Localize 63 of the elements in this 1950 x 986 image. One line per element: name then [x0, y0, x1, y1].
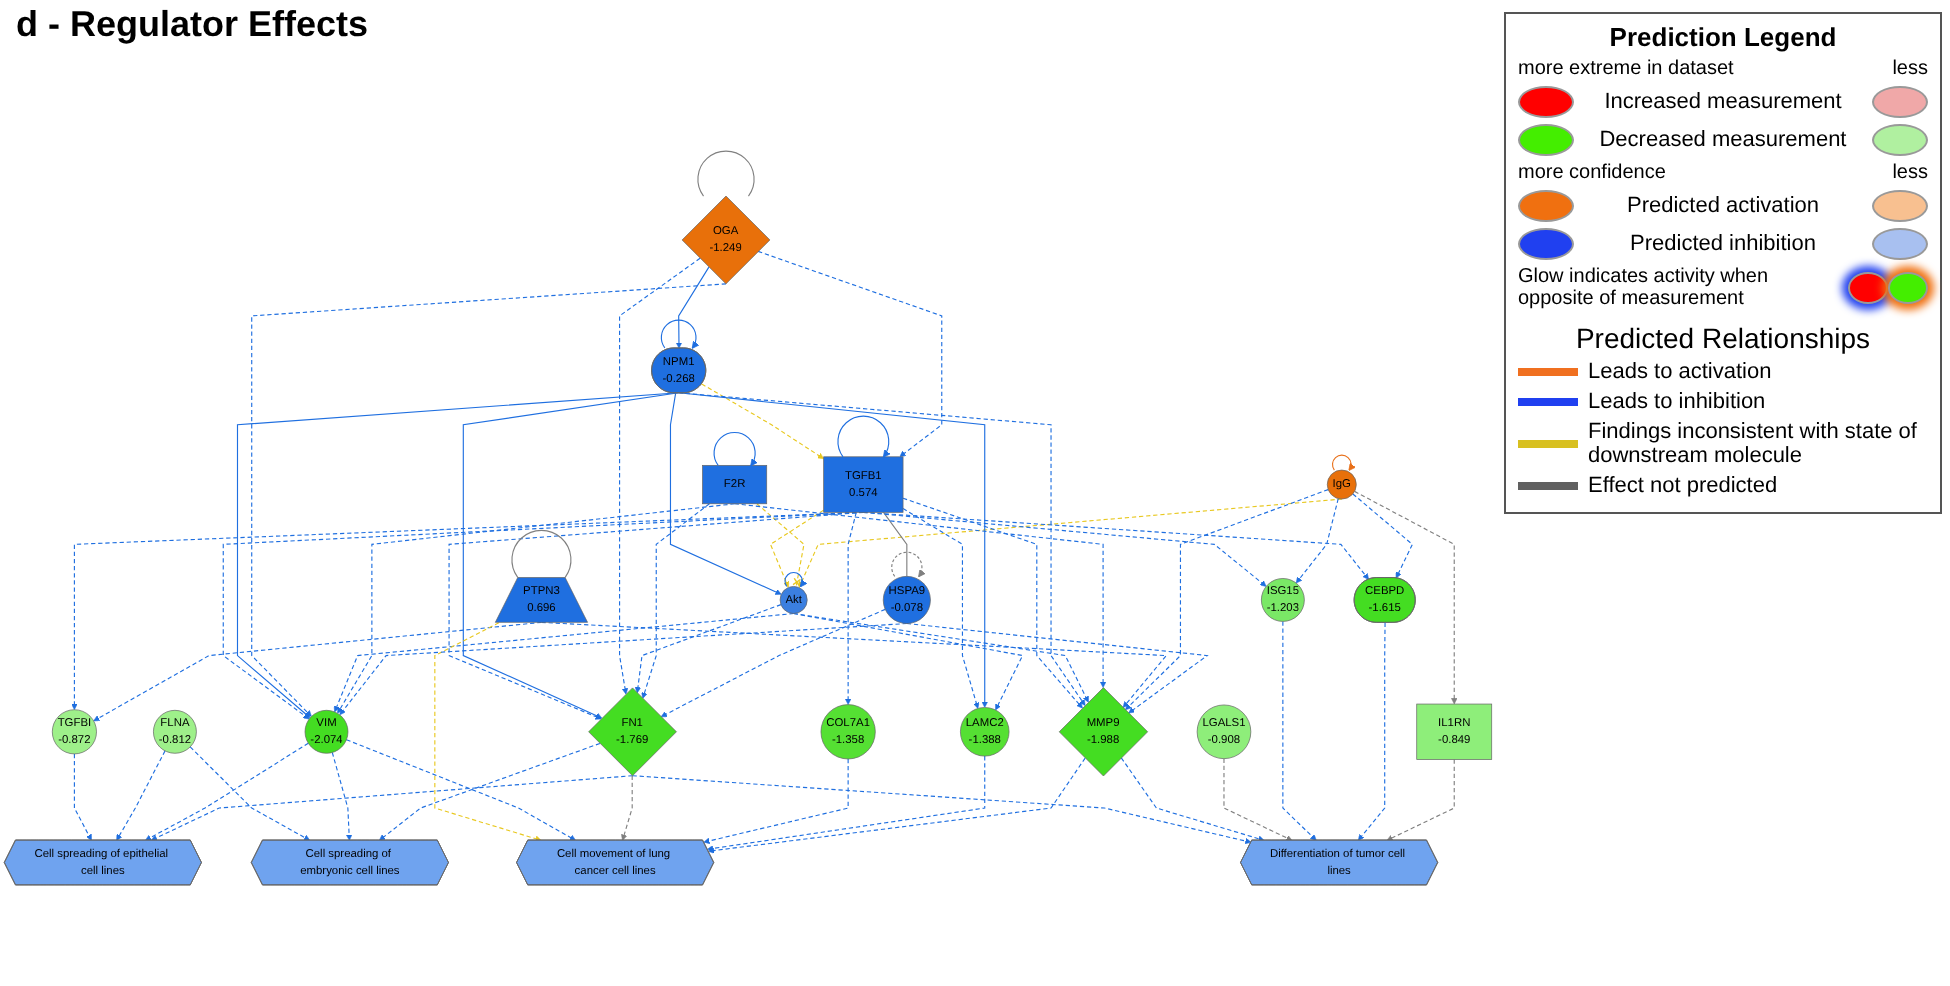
self-loop-arrow: [891, 551, 926, 578]
self-loop-arrow: [784, 571, 808, 588]
arrow: [1223, 758, 1293, 841]
legend-text: Predicted inhibition: [1630, 232, 1816, 256]
legend-text: Glow indicates activity when opposite of measurement: [1518, 266, 1771, 310]
arrow: [621, 775, 633, 841]
arrow: [619, 257, 701, 695]
arrow: [675, 266, 710, 349]
arrow: [701, 383, 824, 459]
arrow: [1282, 620, 1317, 841]
arrow: [634, 604, 782, 694]
legend-text: Leads to activation: [1588, 360, 1772, 384]
arrow: [660, 608, 886, 718]
arrow: [1354, 490, 1458, 705]
arrow: [707, 755, 986, 852]
legend-heading: Predicted Relationships: [1573, 322, 1873, 354]
arrow: [757, 250, 943, 458]
legend-subheading: more extreme in dataset: [1518, 58, 1734, 80]
legend-text: Decreased measurement: [1599, 128, 1847, 152]
arrow: [845, 511, 857, 705]
legend-subheading: less: [1892, 162, 1928, 184]
self-loop-arrow: [1331, 454, 1356, 471]
legend-subheading: more confidence: [1518, 162, 1666, 184]
arrow: [769, 509, 825, 588]
legend-title: Prediction Legend: [1607, 22, 1839, 52]
arrow: [1120, 757, 1265, 842]
arrow: [189, 746, 311, 841]
arrow: [641, 503, 710, 699]
arrow: [902, 497, 1083, 709]
self-loop-arrow: [837, 415, 891, 458]
arrow: [902, 507, 980, 709]
arrow: [73, 753, 92, 841]
arrow: [631, 775, 1252, 845]
arrow: [1357, 622, 1386, 841]
legend-text: Predicted activation: [1627, 194, 1819, 218]
arrow: [708, 757, 1086, 854]
self-loop-arrow: [660, 319, 700, 349]
connector: [882, 511, 908, 577]
arrow: [1295, 498, 1339, 584]
arrow: [462, 392, 680, 719]
arrow: [669, 392, 782, 595]
arrow: [150, 775, 634, 841]
arrow: [251, 283, 727, 717]
title: d - Regulator Effects: [16, 4, 371, 46]
arrow: [1352, 493, 1414, 579]
legend-text: Findings inconsistent with state of downstream molecule: [1588, 420, 1919, 468]
arrow: [1386, 758, 1455, 841]
legend-text: Increased measurement: [1604, 90, 1842, 114]
arrow: [145, 742, 309, 841]
arrow: [1125, 489, 1329, 711]
arrow: [434, 622, 542, 842]
arrow: [116, 750, 166, 841]
arrow: [379, 742, 601, 841]
arrow: [236, 392, 680, 719]
arrow: [703, 758, 849, 844]
arrow: [345, 739, 576, 841]
legend-text: Leads to inhibition: [1588, 390, 1766, 414]
arrow: [798, 498, 1343, 588]
legend-text: Effect not predicted: [1588, 474, 1778, 498]
arrow: [331, 751, 353, 841]
self-loop-arrow: [713, 431, 758, 467]
connector: [756, 503, 805, 588]
legend-subheading: less: [1892, 58, 1928, 80]
